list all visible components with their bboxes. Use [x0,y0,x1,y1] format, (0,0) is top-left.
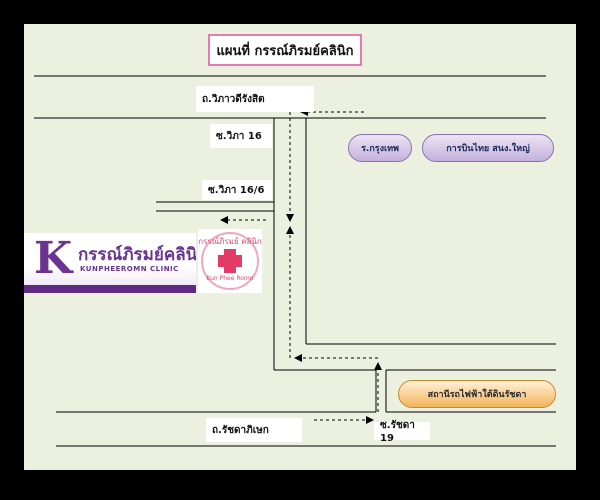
landmark-mrt-station: สถานีรถไฟฟ้าใต้ดินรัชดา [398,380,556,408]
logo-bar [24,285,196,293]
soi-label-vibha16: ซ.วิภา 16 [210,124,272,148]
clinic-logo: K กรรณ์ภิรมย์คลินิก KUNPHEEROMN CLINIC [24,233,196,293]
road-label-vibhavadi: ถ.วิภาวดีรังสิต [196,86,314,112]
clinic-name-thai: กรรณ์ภิรมย์คลินิก [78,245,196,265]
seal-cross-icon [201,232,259,290]
seal-text-top: กรรณ์ภิรมย์ คลินิก [198,237,262,246]
logo-letter: K [34,233,73,284]
road-network [34,75,556,447]
clinic-name-eng: KUNPHEEROMN CLINIC [80,265,179,273]
landmark-thai-airways: การบินไทย สนง.ใหญ่ [422,134,554,162]
clinic-map: แผนที่ กรรณ์ภิรมย์คลินิก ถ.วิภาวดีรังสิต… [24,24,576,470]
landmark-krungthep: ร.กรุงเทพ [348,134,412,162]
map-title: แผนที่ กรรณ์ภิรมย์คลินิก [208,34,362,66]
seal-text-bottom: Kun Phee Romn [206,275,254,282]
clinic-seal: กรรณ์ภิรมย์ คลินิก Kun Phee Romn [198,229,262,293]
road-label-ratchada: ถ.รัชดาภิเษก [206,418,302,442]
soi-label-vibha16-6: ซ.วิภา 16/6 [202,180,272,200]
soi-label-ratchada19: ซ.รัชดา 19 [374,420,430,444]
